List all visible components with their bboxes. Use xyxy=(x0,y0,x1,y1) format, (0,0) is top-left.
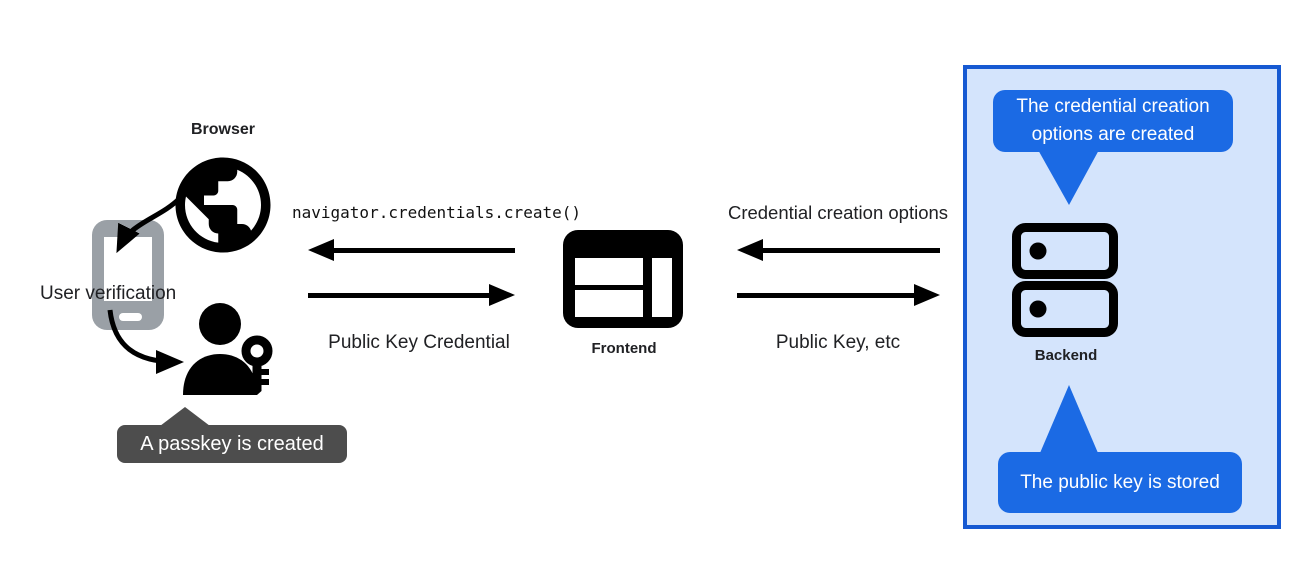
passkey-callout-tail xyxy=(160,407,210,426)
credential-creation-options-label: Credential creation options xyxy=(727,202,949,223)
arrowhead-right-icon xyxy=(489,284,515,306)
smartphone-icon xyxy=(92,220,164,330)
arrow-frontend-to-browser xyxy=(308,239,515,261)
person-with-key-icon xyxy=(180,303,275,395)
arrowhead-right-icon xyxy=(914,284,940,306)
top-bubble-tail xyxy=(1037,148,1100,205)
server-icon xyxy=(1012,223,1118,337)
arrow-browser-to-frontend xyxy=(308,284,515,306)
curved-arrows xyxy=(107,196,184,374)
browser-window-icon xyxy=(563,230,683,328)
user-verification-label: User verification xyxy=(40,283,177,304)
passkey-callout: A passkey is created xyxy=(117,425,347,463)
arrow-globe-to-phone xyxy=(116,196,182,254)
arrowhead-left-icon xyxy=(308,239,334,261)
globe-icon xyxy=(166,148,280,262)
backend-label: Backend xyxy=(1034,347,1098,364)
browser-label: Browser xyxy=(190,121,256,138)
public-key-stored-bubble-text: The public key is stored xyxy=(1020,471,1220,493)
public-key-credential-label: Public Key Credential xyxy=(328,332,510,353)
credential-options-bubble: The credential creation options are crea… xyxy=(993,90,1233,152)
frontend-label: Frontend xyxy=(591,340,657,357)
arrowhead-left-icon xyxy=(737,239,763,261)
public-key-stored-bubble: The public key is stored xyxy=(998,452,1242,513)
arrow-phone-to-user xyxy=(107,309,184,374)
api-call-label: navigator.credentials.create() xyxy=(292,203,581,222)
arrow-frontend-to-backend xyxy=(737,284,940,306)
passkey-callout-text: A passkey is created xyxy=(140,432,324,455)
credential-options-bubble-text: The credential creation options are crea… xyxy=(1016,96,1210,145)
bottom-bubble-tail xyxy=(1040,385,1098,453)
public-key-etc-label: Public Key, etc xyxy=(775,332,901,353)
arrow-backend-to-frontend xyxy=(737,239,940,261)
